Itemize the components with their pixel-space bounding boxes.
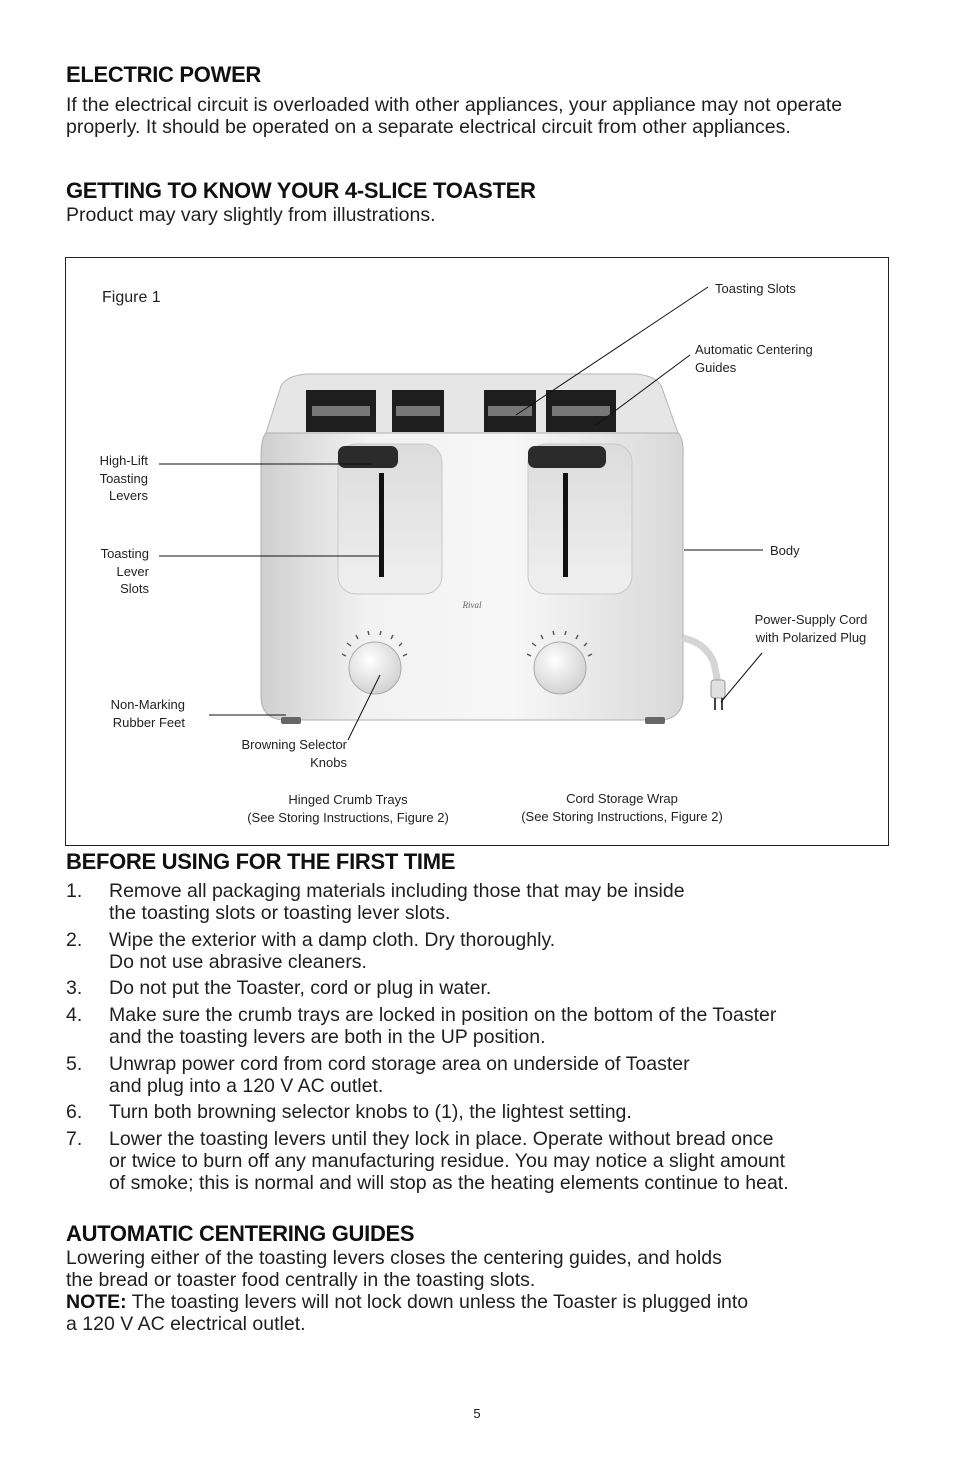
list-item-number: 7. (66, 1128, 83, 1150)
section-heading-before-using: BEFORE USING FOR THE FIRST TIME (66, 849, 456, 874)
toasting-lever (338, 446, 398, 468)
list-item-text: Wipe the exterior with a damp cloth. Dry… (109, 929, 556, 973)
note-text: The toasting levers will not lock down u… (66, 1291, 749, 1335)
note-label: NOTE: (66, 1291, 127, 1313)
label-lever-slots: Toasting Lever Slots (100, 546, 149, 596)
list-item-text: Lower the toasting levers until they loc… (109, 1128, 789, 1194)
section-heading-centering-guides: AUTOMATIC CENTERING GUIDES (66, 1221, 415, 1246)
figure-1-toaster-diagram: Rival Figure 1 (65, 257, 889, 846)
label-rubber-feet: Non-Marking Rubber Feet (110, 697, 185, 730)
list-item-number: 1. (66, 880, 83, 902)
rubber-foot (281, 717, 301, 724)
list-item-text: Do not put the Toaster, cord or plug in … (109, 977, 492, 999)
rubber-foot (645, 717, 665, 724)
section-heading-electric-power: ELECTRIC POWER (66, 62, 262, 87)
lever-slot (379, 473, 384, 577)
label-browning-knobs: Browning Selector Knobs (241, 737, 348, 770)
toaster-illustration: Rival (159, 286, 763, 741)
section-heading-getting-to-know: GETTING TO KNOW YOUR 4-SLICE TOASTER (66, 178, 536, 203)
browning-selector-knob (348, 641, 402, 695)
power-cord (682, 634, 722, 684)
list-item-number: 5. (66, 1053, 83, 1075)
label-automatic-centering-guides: Automatic Centering Guides (695, 342, 813, 375)
list-item-number: 6. (66, 1101, 83, 1123)
centering-guide (488, 406, 532, 416)
polarized-plug (710, 679, 726, 699)
figure-caption: Figure 1 (102, 289, 161, 306)
note-paragraph: NOTE: The toasting levers will not lock … (66, 1291, 896, 1335)
list-item-text: Unwrap power cord from cord storage area… (109, 1053, 690, 1097)
lever-slot (563, 473, 568, 577)
list-item-number: 4. (66, 1004, 83, 1026)
centering-guide (312, 406, 370, 416)
list-item-text: Make sure the crumb trays are locked in … (109, 1004, 777, 1048)
label-toasting-slots: Toasting Slots (715, 281, 796, 296)
centering-guide (552, 406, 610, 416)
lever-panel (527, 443, 633, 595)
centering-guide (396, 406, 440, 416)
label-high-lift-levers: High-Lift Toasting Levers (99, 453, 148, 503)
brand-mark: Rival (462, 600, 482, 610)
page-number: 5 (473, 1406, 481, 1421)
toasting-lever (528, 446, 606, 468)
label-cord-storage: Cord Storage Wrap (See Storing Instructi… (521, 791, 723, 824)
browning-selector-knob (533, 641, 587, 695)
list-item-number: 3. (66, 977, 83, 999)
label-body: Body (770, 543, 800, 558)
centering-guides-text: Lowering either of the toasting levers c… (66, 1247, 722, 1291)
illustration-disclaimer: Product may vary slightly from illustrat… (66, 204, 436, 226)
list-item-text: Turn both browning selector knobs to (1)… (109, 1101, 632, 1123)
list-item-text: Remove all packaging materials including… (109, 880, 685, 924)
label-crumb-trays: Hinged Crumb Trays (See Storing Instruct… (247, 792, 449, 825)
electric-power-text: If the electrical circuit is overloaded … (66, 94, 843, 138)
list-item-number: 2. (66, 929, 83, 951)
label-power-supply-cord: Power-Supply Cord with Polarized Plug (754, 612, 868, 645)
